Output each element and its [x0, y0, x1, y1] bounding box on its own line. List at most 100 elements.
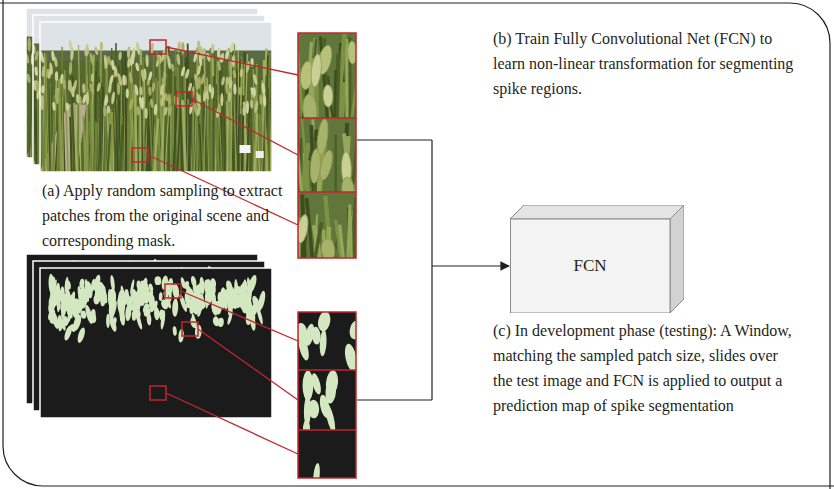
wheat-spike — [100, 41, 103, 51]
wheat-spike — [135, 42, 140, 56]
wheat-spike — [168, 106, 173, 116]
wheat-spike — [242, 107, 245, 116]
mask-spike — [99, 292, 107, 307]
wheat-spike — [26, 74, 31, 84]
wheat-spike — [65, 102, 69, 111]
wheat-stem — [172, 65, 174, 172]
wheat-spike — [35, 81, 39, 93]
wheat-spike — [185, 69, 190, 79]
wheat-stem — [125, 52, 126, 172]
wheat-spike — [159, 83, 164, 95]
wheat-spike — [122, 75, 125, 86]
wheat-spike — [163, 107, 168, 116]
wheat-spike — [34, 79, 39, 91]
wheat-stem — [134, 85, 136, 172]
wheat-spike — [229, 42, 234, 53]
wheat-stem — [87, 75, 89, 172]
wheat-stem — [128, 70, 129, 172]
mask-spike — [192, 294, 199, 305]
wheat-stem — [268, 52, 270, 172]
wheat-stem — [78, 45, 80, 172]
wheat-stem — [227, 60, 231, 172]
wheat-spike — [181, 42, 184, 55]
wheat-spike — [82, 94, 87, 104]
sheet-edge — [40, 22, 272, 172]
mask-spike — [178, 293, 188, 312]
wheat-stem — [250, 95, 253, 172]
wheat-stem — [112, 122, 113, 172]
wheat-spike — [129, 55, 133, 67]
wheat-stem — [247, 106, 250, 172]
wheat-spike — [168, 93, 171, 106]
wheat-stem — [92, 103, 94, 172]
wheat-spike — [34, 66, 38, 76]
wheat-stem — [204, 117, 206, 172]
wheat-spike — [254, 100, 259, 113]
wheat-spike — [49, 62, 54, 75]
wheat-spike — [195, 79, 199, 90]
mask-spike — [135, 314, 143, 330]
mask-spike — [149, 294, 155, 312]
wheat-spike — [252, 74, 258, 85]
wheat-spike — [225, 50, 230, 61]
wheat-stem — [41, 79, 44, 172]
wheat-spike — [62, 78, 67, 89]
wheat-stem — [135, 90, 136, 172]
wheat-spike — [94, 46, 99, 55]
wheat-spike — [118, 52, 122, 60]
sky — [40, 22, 272, 55]
wheat-stem — [120, 82, 122, 172]
wheat-stem — [90, 59, 92, 172]
wheat-stem — [238, 59, 241, 172]
wheat-spike — [238, 87, 241, 95]
wheat-spike — [117, 82, 120, 95]
wheat-stem — [212, 56, 215, 172]
wheat-spike — [107, 105, 110, 113]
wheat-spike — [136, 106, 140, 116]
wheat-spike — [138, 97, 144, 108]
wheat-spike — [128, 72, 133, 85]
mask-spike — [172, 298, 179, 316]
wheat-spike — [76, 94, 80, 104]
wheat-spike — [128, 98, 134, 111]
wheat-spike — [85, 48, 90, 57]
wheat-spike — [111, 91, 116, 104]
wheat-stem — [59, 79, 62, 172]
wheat-spike — [263, 94, 267, 107]
wheat-spike — [86, 92, 89, 105]
wheat-spike — [148, 86, 152, 96]
wheat-spike — [55, 71, 58, 81]
wheat-spike — [200, 74, 206, 85]
wheat-stem — [208, 107, 210, 172]
wheat-spike — [96, 82, 101, 92]
wheat-stem — [238, 50, 240, 172]
wheat-spike — [250, 87, 255, 96]
mask-spike — [106, 314, 110, 328]
mask-spike — [107, 289, 112, 309]
mask-spike — [211, 283, 216, 295]
wheat-spike — [208, 84, 211, 93]
wheat-spike — [154, 104, 158, 116]
wheat-spike — [198, 54, 202, 66]
wheat-spike — [245, 61, 251, 74]
wheat-stem — [107, 109, 111, 172]
wheat-stem — [262, 80, 263, 172]
wheat-stem — [74, 103, 77, 172]
wheat-spike — [148, 71, 153, 81]
wheat-spike — [111, 60, 115, 71]
wheat-spike — [134, 84, 139, 96]
wheat-spike — [261, 82, 266, 94]
wheat-spike — [41, 85, 44, 93]
mask-spike — [212, 316, 220, 327]
mask-spike — [199, 277, 205, 295]
mask-spike — [192, 283, 198, 294]
wheat-spike — [144, 108, 147, 119]
wheat-spike — [196, 105, 201, 116]
wheat-spike — [28, 38, 31, 52]
field-photo — [40, 22, 272, 172]
wheat-stem — [222, 104, 226, 172]
wheat-spike — [250, 99, 253, 108]
wheat-stem — [154, 119, 158, 172]
